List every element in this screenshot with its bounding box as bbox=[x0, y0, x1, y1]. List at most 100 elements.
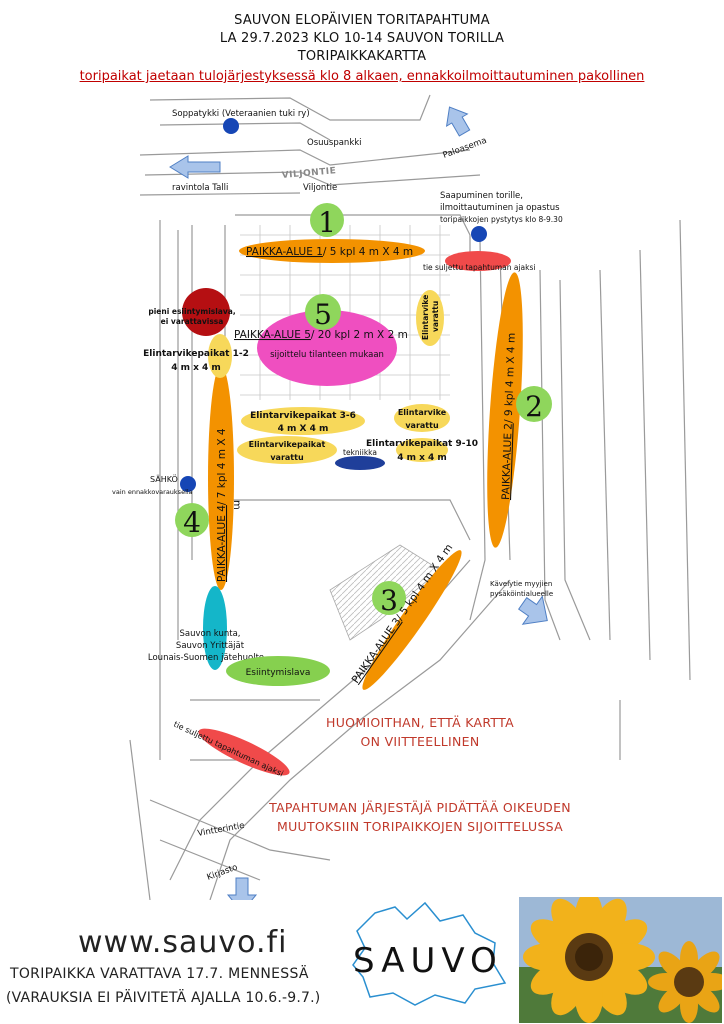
soppatykki-dot-icon bbox=[223, 118, 239, 134]
area-1-number: 1 bbox=[318, 206, 336, 239]
food-stalls-1-2-size: 4 m x 4 m bbox=[171, 363, 221, 373]
label-viljontie-sign: VILJONTIE bbox=[281, 166, 336, 181]
disclaimer-map: HUOMIOITHAN, ETTÄ KARTTA ON VIITTEELLINE… bbox=[240, 713, 600, 751]
booking-note: (VARAUKSIA EI PÄIVITETÄ AJALLA 10.6.-9.7… bbox=[6, 990, 321, 1006]
area-1-label-size: / 5 kpl 4 m X 4 m bbox=[323, 246, 413, 258]
area-5-zone bbox=[257, 310, 397, 386]
label-arrival-3: toripaikkojen pystytys klo 8-9.30 bbox=[440, 215, 563, 224]
registration-notice: toripaikat jaetaan tulojärjestyksessä kl… bbox=[79, 69, 645, 84]
sauvo-logo: SAUVO bbox=[345, 893, 515, 1008]
sunflower-image bbox=[519, 897, 722, 1023]
food-reserved-3-label-1: Elintarvikepaikat bbox=[249, 440, 326, 449]
small-stage-zone bbox=[182, 288, 230, 336]
area-2-badge bbox=[516, 386, 552, 422]
small-stage-label-1: pieni esiintymislava, bbox=[148, 307, 235, 316]
area-3-badge bbox=[372, 581, 406, 615]
food-stalls-3-6-size: 4 m X 4 m bbox=[278, 424, 329, 434]
disclaimer-map-line-1: HUOMIOITHAN, ETTÄ KARTTA bbox=[326, 715, 514, 730]
area-1-badge bbox=[310, 203, 344, 237]
arrow-kirjasto-icon bbox=[226, 877, 258, 900]
booking-deadline: TORIPAIKKA VARATTAVA 17.7. MENNESSÄ bbox=[10, 966, 309, 982]
label-arrival-1: Saapuminen torille, bbox=[440, 191, 523, 201]
sunflower-icon bbox=[519, 897, 722, 1023]
area-1-label-main: PAIKKA-ALUE 1 bbox=[246, 246, 323, 258]
arrow-paloasema-icon bbox=[445, 106, 471, 137]
label-osuuspankki: Osuuspankki bbox=[307, 138, 362, 148]
area-2-zone bbox=[487, 272, 523, 548]
disclaimer-organizer-line-2: MUUTOKSIIN TORIPAIKKOJEN SIJOITTELUSSA bbox=[277, 819, 563, 834]
area-5-sub: sijoittelu tilanteen mukaan bbox=[270, 350, 384, 360]
municipality-zone bbox=[203, 586, 227, 670]
area-1-zone bbox=[239, 239, 425, 263]
area-2-label: PAIKKA-ALUE 2/ 9 kpl 4 m X 4 m bbox=[500, 333, 518, 500]
technology-zone bbox=[335, 456, 385, 470]
road-closed-bottom-zone bbox=[198, 728, 290, 776]
arrow-kavelytie-icon bbox=[518, 595, 548, 625]
food-stalls-9-10-size: 4 m x 4 m bbox=[397, 453, 447, 463]
food-stalls-1-2-zone bbox=[208, 334, 232, 378]
market-map: 1 PAIKKA-ALUE 1/ 5 kpl 4 m X 4 m 2 PAIKK… bbox=[112, 94, 691, 900]
area-4-m-mark: m bbox=[231, 500, 242, 510]
label-electricity: SÄHKÖ bbox=[150, 474, 178, 484]
page-header: SAUVON ELOPÄIVIEN TORITAPAHTUMA LA 29.7.… bbox=[0, 12, 724, 86]
area-5-label-main: PAIKKA-ALUE 5 bbox=[234, 329, 311, 341]
municipality-label-1: Sauvon kunta, bbox=[180, 629, 241, 639]
food-reserved-side-zone bbox=[416, 290, 444, 346]
area-2-label-main: PAIKKA-ALUE 2 bbox=[500, 423, 515, 500]
label-viljontie: Viljontie bbox=[303, 183, 337, 193]
area-5-label-size: / 20 kpl 2 m X 2 m bbox=[311, 329, 408, 341]
area-2-label-size: / 9 kpl 4 m X 4 m bbox=[503, 333, 518, 424]
logo-text: SAUVO bbox=[353, 941, 503, 981]
food-stalls-1-2-label: Elintarvikepaikat 1-2 bbox=[143, 349, 249, 359]
map-title: TORIPAIKKAKARTTA bbox=[297, 49, 427, 64]
event-title: SAUVON ELOPÄIVIEN TORITAPAHTUMA bbox=[234, 13, 490, 28]
food-reserved-2-zone bbox=[394, 404, 450, 432]
food-reserved-3-label-2: varattu bbox=[270, 453, 304, 462]
food-stalls-3-6-zone bbox=[241, 407, 365, 435]
technology-label: tekniikka bbox=[343, 448, 377, 457]
road-closed-top-zone bbox=[445, 251, 511, 271]
label-soppatykki: Soppatykki (Veteraanien tuki ry) bbox=[172, 109, 310, 119]
area-3-number: 3 bbox=[380, 584, 398, 617]
disclaimer-map-line-2: ON VIITTEELLINEN bbox=[360, 734, 480, 749]
area-5-badge bbox=[305, 294, 341, 330]
sauvo-outline-icon bbox=[352, 901, 507, 1006]
food-stalls-9-10-zone bbox=[396, 438, 448, 462]
arrival-dot-icon bbox=[471, 226, 487, 242]
food-reserved-side-label-1: Elintarvike bbox=[421, 295, 430, 340]
website-link[interactable]: www.sauvo.fi bbox=[78, 925, 288, 960]
food-reserved-2-label-2: varattu bbox=[405, 421, 439, 430]
area-4-label-size: / 7 kpl 4 m X 4 bbox=[216, 428, 228, 505]
main-stage-zone bbox=[226, 656, 330, 686]
food-stalls-9-10-label: Elintarvikepaikat 9-10 bbox=[366, 439, 478, 449]
label-ravintola: ravintola Talli bbox=[172, 183, 228, 193]
disclaimer-organizer: TAPAHTUMAN JÄRJESTÄJÄ PIDÄTTÄÄ OIKEUDEN … bbox=[240, 798, 600, 836]
area-3-zone bbox=[362, 550, 462, 690]
label-road-closed-top: tie suljettu tapahtuman ajaksi bbox=[423, 263, 535, 272]
arrow-ravintola-icon bbox=[169, 155, 221, 179]
area-4-label: PAIKKA-ALUE 4/ 7 kpl 4 m X 4 bbox=[216, 428, 228, 582]
electricity-dot-icon bbox=[180, 476, 196, 492]
food-stalls-3-6-label: Elintarvikepaikat 3-6 bbox=[250, 411, 356, 421]
label-walkway-2: pysäköintialueelle bbox=[490, 590, 553, 598]
main-stage-label: Esiintymislava bbox=[246, 668, 311, 678]
area-4-zone bbox=[208, 366, 234, 590]
label-arrival-2: ilmoittautuminen ja opastus bbox=[440, 203, 560, 213]
area-4-number: 4 bbox=[183, 506, 201, 539]
area-5-label: PAIKKA-ALUE 5/ 20 kpl 2 m X 2 m bbox=[234, 329, 408, 341]
food-reserved-2-label-1: Elintarvike bbox=[398, 408, 447, 417]
municipality-label-3: Lounais-Suomen jätehuolto bbox=[148, 653, 264, 663]
label-paloasema: Paloasema bbox=[442, 136, 489, 161]
disclaimer-organizer-line-1: TAPAHTUMAN JÄRJESTÄJÄ PIDÄTTÄÄ OIKEUDEN bbox=[269, 800, 571, 815]
label-walkway-1: Kävelytie myyjien bbox=[490, 580, 552, 588]
area-2-number: 2 bbox=[525, 390, 543, 423]
area-5-number: 5 bbox=[314, 298, 332, 331]
food-reserved-side-label-2: varattu bbox=[431, 301, 440, 332]
food-reserved-3-zone bbox=[237, 436, 337, 464]
label-electricity-sub: vain ennakkovarauksella bbox=[112, 488, 193, 496]
area-1-label: PAIKKA-ALUE 1/ 5 kpl 4 m X 4 m bbox=[246, 246, 413, 258]
municipality-label-2: Sauvon Yrittäjät bbox=[176, 641, 245, 651]
event-date: LA 29.7.2023 KLO 10-14 SAUVON TORILLA bbox=[219, 31, 505, 46]
small-stage-label-2: ei varattavissa bbox=[161, 317, 224, 326]
area-4-label-main: PAIKKA-ALUE 4 bbox=[216, 505, 228, 582]
